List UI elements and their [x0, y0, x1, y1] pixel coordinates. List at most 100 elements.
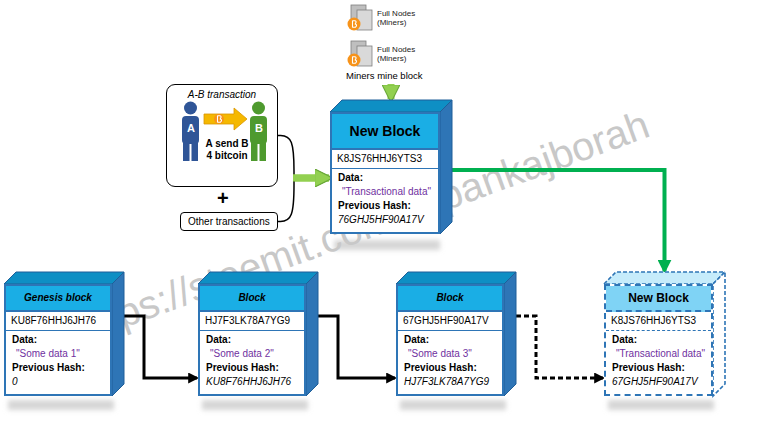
cube-face [330, 100, 452, 112]
cube-panel: HJ7F3LK78A7YG9Data:"Some data 2"Previous… [200, 312, 304, 394]
cube-face [440, 100, 452, 234]
data-label: Data: [606, 333, 711, 347]
connector [516, 316, 603, 378]
figure-letter: A [187, 122, 195, 135]
block-title: Genesis block [6, 286, 110, 310]
cube-header: Block [398, 286, 502, 312]
cube-face [713, 272, 725, 396]
bitcoin-icon [348, 54, 361, 67]
transfer-arrow-shape [204, 108, 247, 130]
prev-hash-label: Previous Hash: [332, 199, 438, 213]
prev-hash-label: Previous Hash: [6, 361, 110, 375]
data-value: "Some data 3" [398, 347, 502, 361]
connector [278, 136, 329, 179]
transaction-box: A-B transaction A send B 4 bitcoin [166, 84, 278, 187]
block-shadow [608, 400, 714, 410]
prev-hash-value: HJ7F3LK78A7YG9 [398, 375, 502, 394]
block-shadows [8, 240, 714, 410]
transfer-arrow [204, 108, 247, 130]
connector [318, 316, 395, 378]
connector-line [318, 316, 395, 378]
connector-line [278, 136, 294, 179]
cube-panel: K8JS76HHJ6YTS3Data:"Transactional data"P… [332, 150, 438, 232]
block-cube: BlockHJ7F3LK78A7YG9Data:"Some data 2"Pre… [198, 272, 318, 396]
connector-line [388, 84, 395, 99]
connector-line [516, 316, 603, 378]
bitcoin-glyph [353, 21, 357, 28]
box-label: Other transactions [188, 216, 270, 227]
person-leg [192, 142, 199, 161]
person-leg [251, 142, 258, 161]
block-hash: K8JS76HHJ6YTS3 [332, 150, 438, 169]
block-hash: 67GHJ5HF90A17V [398, 312, 502, 331]
cube-header: Genesis block [6, 286, 110, 312]
icon-row: Full Nodes (Miners) [346, 4, 423, 32]
connector [278, 178, 329, 222]
block-cube: New BlockK8JS76HHJ6YTS3Data:"Transaction… [604, 272, 725, 396]
cube-face [604, 272, 725, 284]
block-title: Block [398, 286, 502, 310]
prev-hash-value: 76GHJ5HF90A17V [332, 213, 438, 232]
block-title: New Block [332, 114, 438, 148]
cube-header: New Block [606, 286, 711, 312]
data-value: "Some data 2" [200, 347, 304, 361]
cube-front: Block67GHJ5HF90A17VData:"Some data 3"Pre… [396, 284, 504, 396]
cube-face [306, 272, 318, 396]
server-icon [346, 40, 374, 68]
connector-line [293, 175, 329, 182]
block-cube: New BlockK8JS76HHJ6YTS3Data:"Transaction… [330, 100, 452, 234]
icon-row: Full Nodes (Miners) [346, 40, 423, 68]
transaction-text: A send B 4 bitcoin [203, 138, 251, 162]
person-a [182, 102, 199, 162]
cube-face [504, 272, 516, 396]
connector [391, 84, 392, 99]
node-name: Full Nodes (Miners) [377, 9, 423, 27]
person-leg [260, 142, 267, 161]
bitcoin-glyph [218, 116, 222, 123]
cube-header: Block [200, 286, 304, 312]
prev-hash-label: Previous Hash: [606, 361, 711, 375]
person-head [184, 102, 197, 115]
data-label: Data: [200, 333, 304, 347]
full-node-icon: Full Nodes (Miners) Miners mine block [346, 40, 423, 81]
block-shadow [400, 400, 506, 410]
person-leg [183, 142, 190, 161]
cube-panel: K8JS76HHJ6YTS3Data:"Transactional data"P… [606, 312, 711, 394]
caption-text: Miners mine block [346, 70, 423, 81]
cube-panel: 67GHJ5HF90A17VData:"Some data 3"Previous… [398, 312, 502, 394]
cube-front: Genesis blockKU8F76HHJ6JH76Data:"Some da… [4, 284, 112, 396]
data-value: "Some data 1" [6, 347, 110, 361]
data-label: Data: [332, 171, 438, 185]
box-title: A-B transaction [167, 85, 277, 100]
cube-header: New Block [332, 114, 438, 150]
prev-hash-value: KU8F76HHJ6JH76 [200, 375, 304, 394]
prev-hash-label: Previous Hash: [398, 361, 502, 375]
cube-front: BlockHJ7F3LK78A7YG9Data:"Some data 2"Pre… [198, 284, 306, 396]
bitcoin-icon [214, 114, 224, 124]
person-body [182, 116, 199, 144]
block-hash: KU8F76HHJ6JH76 [6, 312, 110, 331]
block-title: Block [200, 286, 304, 310]
data-value: "Transactional data" [606, 347, 711, 361]
block-title: New Block [606, 286, 711, 310]
prev-hash-label: Previous Hash: [200, 361, 304, 375]
cube-face [198, 272, 318, 284]
figure-letter: B [255, 122, 263, 135]
data-value: "Transactional data" [332, 185, 438, 199]
prev-hash-value: 0 [6, 375, 110, 394]
person-b [250, 102, 267, 162]
cube-face [112, 272, 124, 396]
plus-sign: + [217, 187, 229, 210]
bitcoin-glyph [353, 57, 357, 64]
full-node-icon: Full Nodes (Miners) [346, 4, 423, 32]
connector-line [293, 175, 329, 182]
server-icon [346, 4, 374, 32]
block-shadow [202, 400, 308, 410]
transaction-box: Other transactions [180, 212, 278, 231]
data-label: Data: [6, 333, 110, 347]
block-hash: K8JS76HHJ6YTS3 [606, 312, 711, 331]
connector-line [278, 178, 294, 222]
cube-front: New BlockK8JS76HHJ6YTS3Data:"Transaction… [330, 112, 440, 234]
cube-face [4, 272, 124, 284]
node-name: Full Nodes (Miners) [377, 45, 423, 63]
